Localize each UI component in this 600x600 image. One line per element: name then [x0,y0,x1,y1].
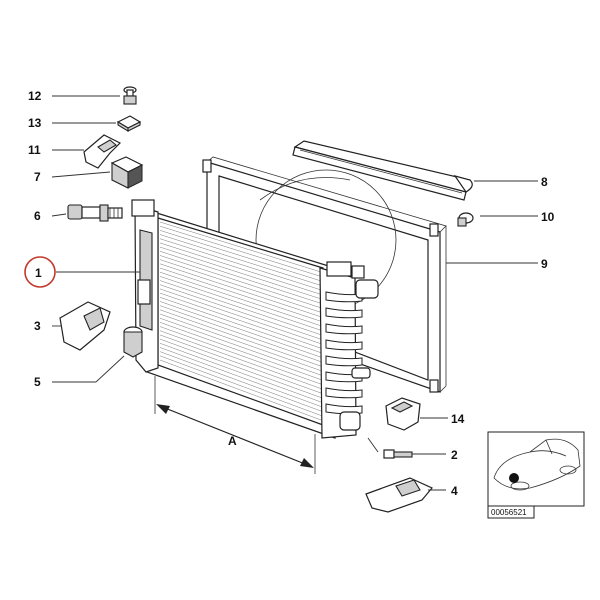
leader-lines [51,95,538,491]
callout-11: 11 [28,143,41,157]
seal-strip [292,140,473,201]
callout-8: 8 [541,175,548,189]
bracket-14 [385,397,421,431]
dimension-label: A [228,434,237,448]
highlight-circle [24,256,56,288]
callout-2: 2 [451,448,458,462]
bolt-2 [383,449,413,459]
temp-switch-6 [67,204,123,222]
radiator [131,199,379,439]
inset-car-view: 00056521 [487,431,585,519]
bracket-3 [59,301,111,351]
callout-7: 7 [34,170,41,184]
callout-1: 1 [35,266,42,280]
location-marker [509,473,519,483]
callout-6: 6 [34,209,41,223]
clip-nut-13 [116,115,142,132]
fastener-10 [457,212,474,227]
bracket-11 [83,134,122,169]
rubber-mount-7 [110,156,144,189]
callout-5: 5 [34,375,41,389]
callout-12: 12 [28,89,42,103]
dimension-a: A [154,376,316,474]
diagram-code: 00056521 [491,508,527,517]
callout-13: 13 [28,116,42,130]
callout-9: 9 [541,257,548,271]
rubber-mount-5 [123,326,143,358]
callout-14: 14 [451,412,465,426]
callout-10: 10 [541,210,555,224]
screw-12 [123,86,137,105]
callout-4: 4 [451,484,458,498]
callout-3: 3 [34,319,41,333]
bracket-4 [365,477,433,513]
